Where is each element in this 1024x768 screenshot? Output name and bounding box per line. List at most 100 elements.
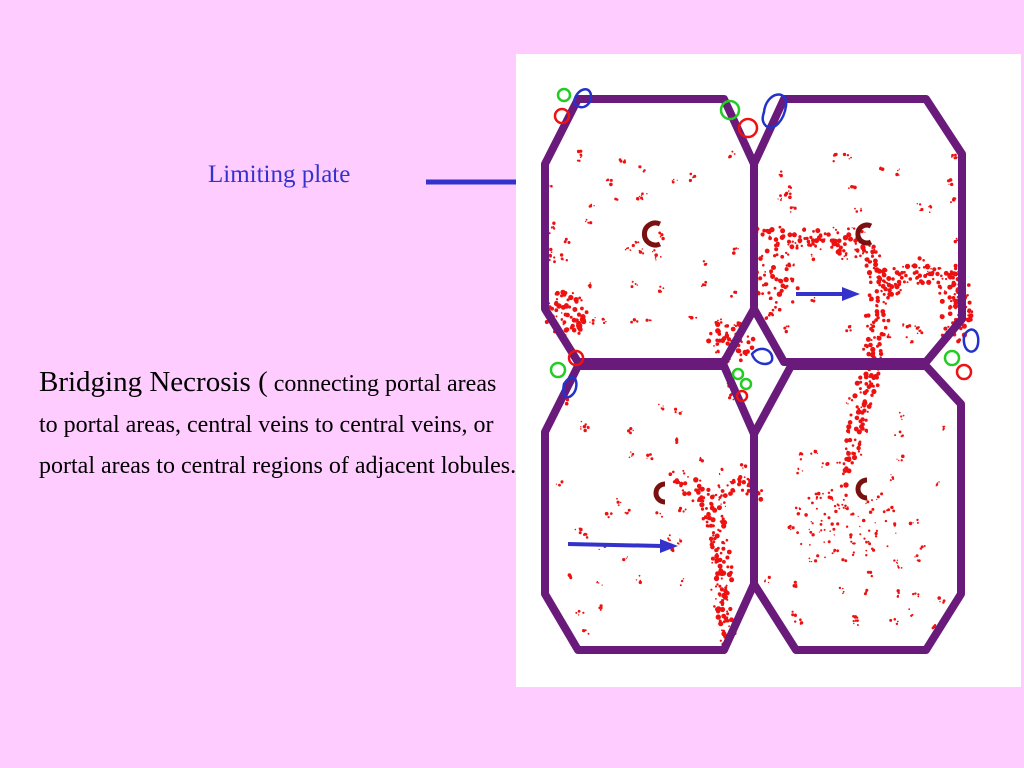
necrosis-dot (861, 518, 866, 523)
necrosis-dot (576, 325, 581, 330)
necrosis-dot (871, 244, 876, 249)
necrosis-dot (722, 493, 728, 498)
necrosis-dot (646, 453, 650, 457)
necrosis-dot (868, 529, 871, 532)
necrosis-dot (858, 375, 863, 380)
necrosis-dot (823, 238, 826, 241)
necrosis-dot (644, 169, 646, 172)
necrosis-dot (682, 469, 685, 472)
necrosis-dot (863, 313, 869, 318)
necrosis-dot (716, 505, 722, 511)
necrosis-dot (794, 506, 798, 510)
necrosis-dot (735, 348, 741, 354)
necrosis-dot (722, 594, 728, 600)
necrosis-dot (866, 324, 869, 328)
necrosis-dot (776, 244, 780, 247)
necrosis-dot (553, 260, 556, 264)
necrosis-dot (705, 520, 709, 524)
necrosis-dot (961, 323, 967, 329)
necrosis-dot (675, 442, 677, 445)
necrosis-dot (851, 444, 855, 447)
necrosis-dot (807, 496, 811, 500)
necrosis-dot (853, 438, 857, 442)
necrosis-dot (672, 178, 675, 181)
necrosis-dot (943, 291, 948, 295)
necrosis-dot (791, 610, 794, 613)
necrosis-dot (767, 581, 770, 584)
necrosis-dot (629, 249, 632, 252)
necrosis-dot (709, 542, 714, 547)
necrosis-dot (717, 319, 719, 322)
necrosis-dot (835, 243, 839, 247)
necrosis-dot (854, 415, 860, 421)
necrosis-dot (947, 284, 953, 290)
necrosis-dot (893, 282, 897, 286)
necrosis-dot (916, 559, 919, 562)
necrosis-dot (826, 232, 831, 237)
necrosis-dot (809, 235, 813, 239)
necrosis-dot (778, 225, 782, 229)
necrosis-dot (784, 329, 788, 334)
necrosis-dot (715, 571, 720, 576)
necrosis-dot (852, 393, 858, 399)
necrosis-dot (638, 195, 641, 198)
necrosis-dot (850, 540, 853, 543)
necrosis-dot (778, 278, 784, 284)
necrosis-dot (844, 504, 847, 508)
necrosis-dot (573, 297, 579, 303)
necrosis-dot (904, 263, 911, 269)
necrosis-dot (848, 158, 850, 160)
necrosis-dot (598, 582, 600, 584)
necrosis-dot (780, 228, 786, 234)
necrosis-dot (678, 411, 682, 415)
necrosis-dot (793, 580, 797, 584)
necrosis-dot (916, 281, 920, 285)
necrosis-dot (970, 310, 974, 314)
necrosis-dot (651, 251, 654, 253)
necrosis-dot (832, 527, 836, 531)
necrosis-dot (716, 349, 720, 353)
necrosis-dot (693, 477, 699, 483)
necrosis-dot (860, 453, 863, 456)
necrosis-dot (631, 243, 635, 248)
necrosis-dot (841, 257, 844, 261)
necrosis-dot (862, 409, 865, 412)
necrosis-dot (851, 451, 855, 455)
necrosis-dot (788, 195, 792, 200)
portal-duct-green (731, 367, 745, 381)
necrosis-dot (701, 517, 705, 521)
necrosis-dot (893, 618, 897, 621)
portal-artery-red (735, 389, 749, 403)
necrosis-dot (862, 230, 864, 233)
necrosis-dot (720, 514, 724, 518)
necrosis-dot (762, 263, 765, 267)
necrosis-dot (706, 339, 710, 342)
necrosis-dot (778, 173, 781, 176)
necrosis-dot (867, 540, 870, 543)
necrosis-dot (848, 432, 851, 434)
necrosis-dot (911, 613, 914, 616)
necrosis-dot (816, 452, 818, 454)
necrosis-dot (725, 590, 730, 596)
necrosis-dot (876, 335, 880, 339)
necrosis-dot (833, 238, 838, 244)
necrosis-dot (923, 274, 928, 278)
necrosis-dot (853, 426, 859, 432)
necrosis-dot (915, 554, 919, 557)
necrosis-dot (851, 454, 858, 461)
necrosis-dot (700, 285, 703, 287)
necrosis-dot (559, 253, 564, 257)
necrosis-dot (771, 265, 776, 270)
necrosis-dot (687, 476, 689, 478)
necrosis-dot (564, 237, 568, 241)
necrosis-dot (681, 410, 683, 412)
necrosis-dot (846, 450, 849, 453)
necrosis-dot (601, 584, 603, 586)
necrosis-dot (865, 336, 871, 342)
necrosis-dot (882, 318, 886, 323)
necrosis-dot (896, 458, 898, 460)
necrosis-dot (920, 331, 924, 335)
necrosis-dot (662, 405, 664, 407)
necrosis-dot (718, 338, 721, 341)
necrosis-dot (902, 280, 906, 284)
